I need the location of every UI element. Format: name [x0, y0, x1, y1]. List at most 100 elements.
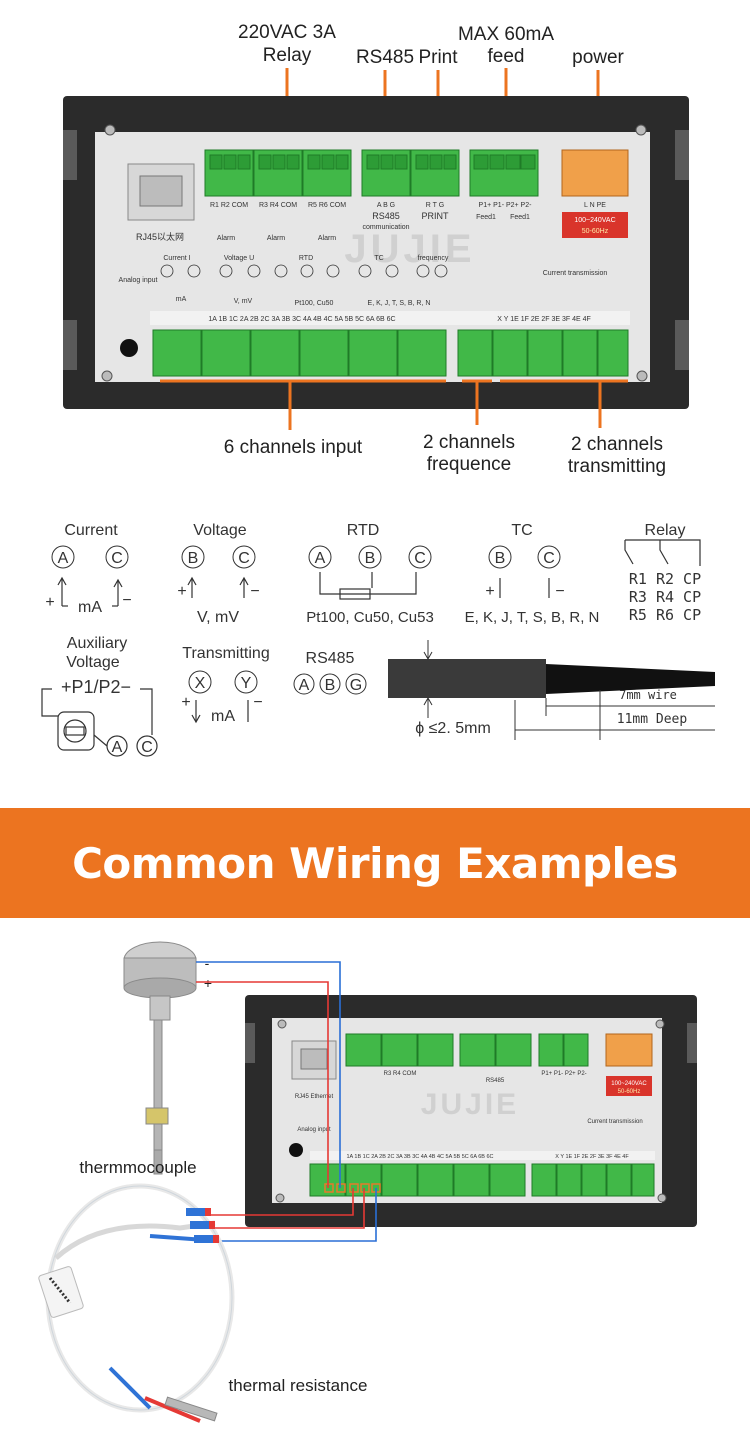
legend-wire-7mm: 7mm wire	[619, 688, 677, 702]
legend-tc: TC	[511, 522, 532, 539]
legend-rtd-b: B	[365, 550, 376, 567]
alarm-label-2: Alarm	[267, 235, 285, 242]
legend-voltage-minus: −	[250, 583, 259, 600]
feed1-label-2: Feed1	[510, 214, 530, 221]
legend-transmitting: Transmitting	[182, 645, 269, 662]
bottom-pin-labels-right: X Y 1E 1F 2E 2F 3E 3F 4E 4F	[497, 316, 591, 323]
legend-aux-2: Voltage	[66, 654, 119, 671]
callout-freq-2: frequence	[427, 454, 512, 475]
legend-current-c: C	[111, 550, 123, 567]
relay-pins-2: R3 R4 COM	[259, 202, 297, 209]
legend-current: Current	[64, 522, 118, 539]
legend: Current Voltage RTD TC Relay A C B C A B…	[41, 522, 715, 757]
current-i-label: Current I	[163, 255, 190, 262]
feed-pins: P1+ P1- P2+ P2-	[479, 202, 533, 209]
legend-diameter: ϕ ≤2. 5mm	[415, 720, 491, 737]
thermocouple-plus: +	[204, 975, 212, 991]
legend-current-minus: −	[122, 592, 131, 609]
legend-voltage: Voltage	[193, 522, 246, 539]
terminal-screws-top	[209, 154, 536, 170]
thermocouple-label: thermmocouple	[79, 1158, 196, 1177]
callout-rs485: RS485	[356, 47, 414, 68]
relay-pins-3: R5 R6 COM	[308, 202, 346, 209]
feed1-label-1: Feed1	[476, 214, 496, 221]
legend-rtd-c: C	[414, 550, 426, 567]
wires	[196, 961, 377, 1242]
transmitting-terminals	[492, 329, 629, 377]
rs485-panel-label: RS485	[372, 211, 400, 221]
callout-relay-2: Relay	[263, 45, 312, 66]
power-pins: L N PE	[584, 202, 606, 209]
legend-aux-c: C	[141, 739, 153, 756]
legend-current-plus: +	[45, 594, 54, 611]
callout-feed-2: feed	[488, 46, 525, 67]
tc-panel-label: TC	[374, 255, 383, 262]
alarm-label-1: Alarm	[217, 235, 235, 242]
example-analog-input: Analog input	[297, 1127, 331, 1133]
legend-voltage-plus: +	[177, 583, 186, 600]
print-pins: R T G	[426, 202, 444, 209]
rs485-pins: A B G	[377, 202, 395, 209]
tc-types-panel: E, K, J, T, S, B, R, N	[368, 300, 431, 307]
legend-aux-1: Auxiliary	[67, 635, 127, 652]
terminal-diagram-section: 220VAC 3A Relay RS485 Print MAX 60mA fee…	[41, 22, 715, 757]
example-bottom-terminals	[309, 1163, 655, 1197]
legend-current-ma: mA	[78, 599, 102, 616]
alarm-label-3: Alarm	[318, 235, 336, 242]
legend-relay: Relay	[645, 522, 686, 539]
legend-rtd-a: A	[315, 550, 326, 567]
legend-rs485: RS485	[306, 650, 355, 667]
rtd-panel-label: RTD	[299, 255, 313, 262]
thermocouple-device	[123, 941, 197, 1175]
legend-relay-row-2: R3 R4 CP	[629, 588, 701, 606]
input-terminals	[152, 329, 447, 377]
legend-trans-minus: −	[253, 694, 262, 711]
pt100-panel: Pt100, Cu50	[295, 300, 334, 307]
example-top-terminals	[345, 1033, 589, 1067]
callout-power: power	[572, 47, 624, 68]
callout-inputs: 6 channels input	[224, 437, 363, 458]
example-rj45-label: RJ45 Ethernet	[295, 1094, 334, 1100]
legend-rtd: RTD	[347, 522, 380, 539]
thermal-resistance-device	[38, 1183, 235, 1423]
relay-pins-1: R1 R2 COM	[210, 202, 248, 209]
power-rating-1: 100~240VAC	[574, 217, 615, 224]
wire-insulation	[388, 659, 546, 698]
legend-aux-pins: +P1/P2−	[61, 677, 131, 697]
panel-terminal-circles	[160, 264, 448, 278]
panel-hole	[120, 339, 138, 357]
example-feed-pins: P1+ P1- P2+ P2-	[541, 1071, 586, 1077]
callout-trans-1: 2 channels	[571, 434, 663, 455]
terminal-diagram-svg: 220VAC 3A Relay RS485 Print MAX 60mA fee…	[41, 22, 715, 757]
legend-tc-b: B	[495, 550, 506, 567]
example-power-rating-1: 100~240VAC	[611, 1081, 647, 1087]
legend-trans-x: X	[195, 675, 206, 692]
legend-voltage-c: C	[238, 550, 250, 567]
thermal-resistance-label: thermal resistance	[229, 1376, 368, 1395]
frequency-panel-label: frequency	[418, 255, 449, 262]
watermark: JUJIE	[344, 227, 475, 271]
bottom-pin-labels: 1A 1B 1C 2A 2B 2C 3A 3B 3C 4A 4B 4C 5A 5…	[208, 316, 395, 323]
legend-v-mv: V, mV	[197, 609, 239, 626]
legend-trans-plus: +	[181, 694, 190, 711]
screws	[101, 124, 648, 382]
example-pin-labels: 1A 1B 1C 2A 2B 2C 3A 3B 3C 4A 4B 4C 5A 5…	[346, 1154, 493, 1160]
section-banner: Common Wiring Examples	[0, 808, 750, 918]
power-rating-box	[562, 212, 628, 238]
example-current-transmission: Current transmission	[587, 1119, 642, 1125]
legend-tc-types: E, K, J, T, S, B, R, N	[465, 609, 600, 626]
current-transmission-label: Current transmission	[543, 270, 608, 277]
callout-relay-1: 220VAC 3A	[238, 22, 336, 43]
callout-print: Print	[418, 47, 458, 68]
legend-current-a: A	[58, 550, 69, 567]
example-pin-labels-right: X Y 1E 1F 2E 2F 3E 3F 4E 4F	[555, 1154, 629, 1160]
legend-rs485-b: B	[325, 677, 336, 694]
ma-panel: mA	[176, 296, 187, 303]
communication-label: communication	[362, 224, 409, 231]
frequency-terminals	[457, 329, 493, 377]
legend-trans-ma: mA	[211, 708, 235, 725]
legend-deep-11mm: 11mm Deep	[617, 712, 688, 727]
legend-trans-y: Y	[241, 675, 252, 692]
v-mv-panel: V, mV	[234, 298, 253, 305]
callout-trans-2: transmitting	[568, 456, 666, 477]
